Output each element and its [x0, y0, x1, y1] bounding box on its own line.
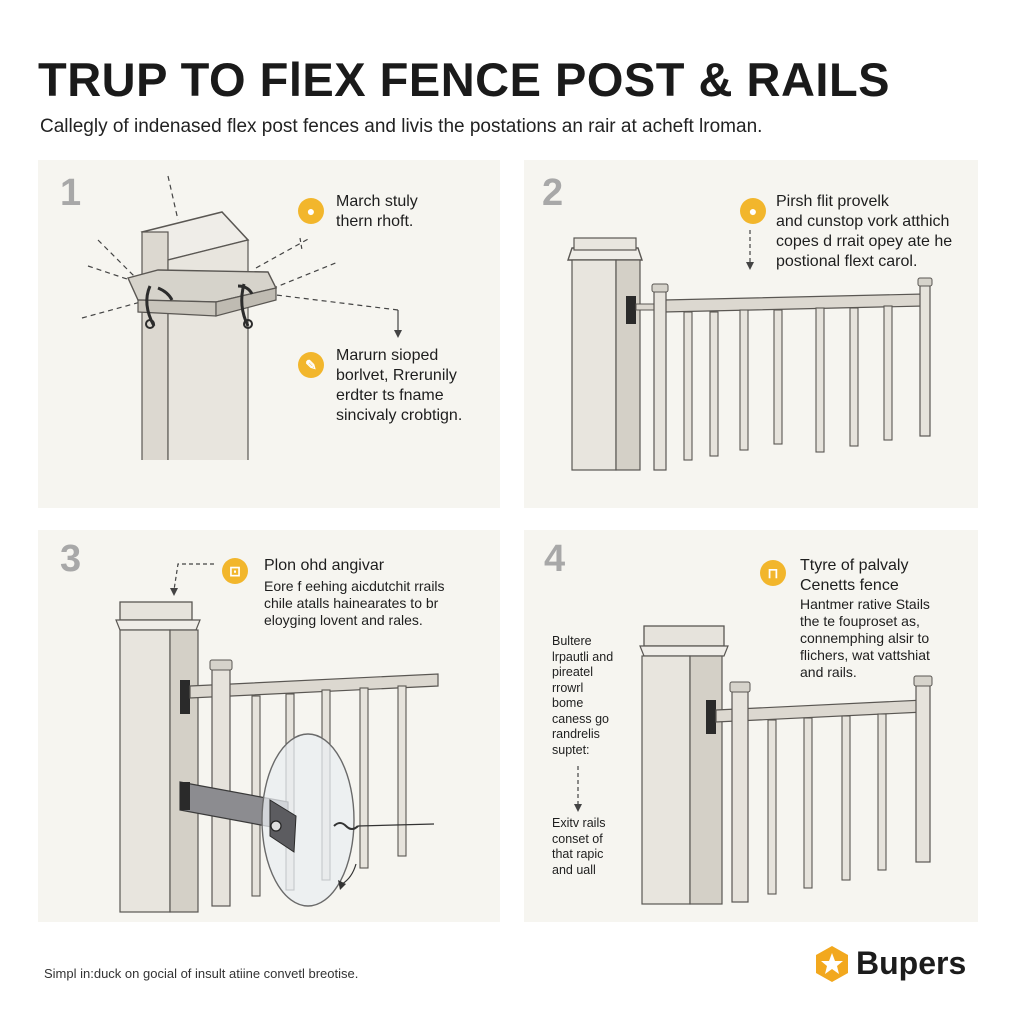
step-number: 2 [542, 172, 564, 214]
step-panel-1: 1 ● Marc [38, 160, 500, 508]
step-note: Eore f eehing aicdutchit rrails chile at… [264, 578, 445, 628]
step-number: 1 [60, 172, 82, 214]
step-number: 3 [60, 538, 82, 580]
side-note: Exitv rails conset of that rapic and ual… [552, 816, 606, 877]
footer-caption: Simpl in:duck on gocial of insult atiine… [44, 966, 359, 981]
post-rail-illustration [567, 230, 933, 471]
step-panel-4: 4 ⊓ Ttyre of palvaly Cenetts fence Hantm… [524, 530, 978, 922]
page-title: TRUP TO FlEX FENCE POST & RAILS [38, 53, 891, 106]
step-note: Hantmer rative Stails the te fouproset a… [800, 596, 930, 680]
step-note-title: Ttyre of palvaly Cenetts fence [800, 557, 909, 594]
step-number: 4 [544, 538, 566, 580]
step-note: March stuly thern rhoft. [336, 193, 418, 230]
step-panel-2: 2 ● Pirsh flit provelk and cunstop vork … [524, 160, 978, 508]
wrench-icon: ✎ [298, 352, 324, 378]
side-note: Bultere lrpautli and pireatel rrowrl bom… [552, 634, 614, 757]
gate-icon: ⊓ [760, 560, 786, 586]
step-note-title: Pirsh flit provelk and cunstop vork atth… [776, 192, 952, 272]
bulb-icon: ● [740, 198, 766, 224]
brand-name: Bupers [856, 945, 967, 981]
brand-logo-icon [816, 946, 848, 982]
gate-latch-illustration [115, 563, 439, 913]
page-subtitle: Callegly of indenased flex post fences a… [40, 116, 763, 137]
step-note-title: Plon ohd angivar [264, 557, 385, 574]
step-panel-3: 3 ⊡ Plon ohd angivar Eo [38, 530, 500, 922]
bulb-icon: ● [298, 198, 324, 224]
finished-fence-illustration [574, 625, 933, 905]
tool-icon: ⊡ [222, 558, 248, 584]
post-bracket-illustration [81, 175, 402, 490]
step-note: Marurn sioped borlvet, Rrerunily erdter … [336, 347, 463, 424]
step-note: Pirsh flit provelk and cunstop vork atth… [776, 193, 953, 270]
